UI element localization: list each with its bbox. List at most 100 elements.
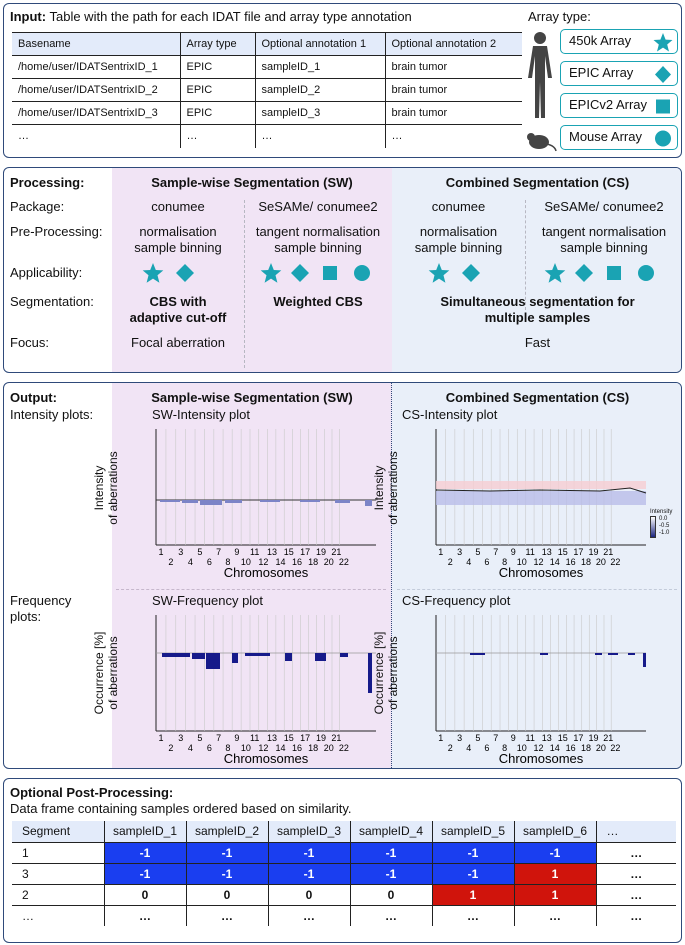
chromosome-tick-label: 11	[250, 733, 259, 743]
value-cell: 1	[513, 883, 596, 905]
chromosome-tick-label: 10	[517, 557, 527, 567]
chromosome-tick-label: 18	[581, 557, 591, 567]
frequency-plots-label-1: Frequency	[10, 593, 72, 608]
output-divider	[391, 383, 392, 768]
sw-preprocessing-line2: sample binning	[134, 240, 222, 255]
array-option-label: EPICv2 Array	[569, 97, 648, 112]
cell-annotation-2: brain tumor	[384, 101, 522, 125]
chromosome-tick-label: 17	[300, 547, 310, 557]
cs-package-sesame: SeSAMe/ conumee2	[544, 199, 664, 214]
chromosome-tick-label: 19	[589, 733, 599, 743]
frequency-bar	[540, 653, 548, 655]
sw-frequency-ylabel: Occurrence [%] of aberrations	[92, 613, 120, 733]
frequency-bar	[628, 653, 635, 655]
aberration-segment	[365, 500, 372, 506]
value-cell: …	[103, 904, 186, 926]
value-cell: …	[185, 904, 268, 926]
human-icon	[528, 32, 552, 118]
x-axis-label: Chromosomes	[499, 751, 584, 766]
value-cell: 0	[103, 883, 186, 905]
chromosome-tick-label: 15	[558, 733, 568, 743]
post-description: Data frame containing samples ordered ba…	[10, 801, 352, 816]
chromosome-tick-label: 17	[300, 733, 310, 743]
chromosome-tick-label: 19	[589, 547, 599, 557]
array-option-label: 450k Array	[569, 33, 632, 48]
chromosome-tick-label: 9	[234, 733, 239, 743]
chromosome-tick-label: 13	[542, 733, 552, 743]
similarity-table: Segment sampleID_1 sampleID_2 sampleID_3…	[12, 821, 676, 926]
value-cell: -1	[431, 862, 514, 884]
chromosome-tick-label: 20	[324, 743, 334, 753]
chromosome-tick-label: 12	[258, 743, 268, 753]
chromosome-tick-label: 11	[526, 547, 535, 557]
column-header: sampleID_1	[103, 821, 186, 842]
similarity-table-header: Segment sampleID_1 sampleID_2 sampleID_3…	[12, 821, 676, 842]
chromosome-tick-label: 22	[610, 743, 620, 753]
sw-divider	[244, 200, 245, 368]
chromosome-tick-label: 12	[258, 557, 268, 567]
chromosome-tick-label: 9	[511, 547, 516, 557]
frequency-plots-label-2: plots:	[10, 609, 42, 624]
output-heading: Output:	[10, 390, 57, 405]
chromosome-tick-label: 11	[526, 733, 535, 743]
table-row: /home/user/IDATSentrixID_1 EPIC sampleID…	[12, 55, 522, 79]
sw-segmentation-weighted: Weighted CBS	[273, 294, 363, 309]
value-cell: -1	[513, 841, 596, 863]
gain-band	[436, 481, 646, 489]
cs-title: Combined Segmentation (CS)	[445, 175, 630, 190]
chromosome-tick-label: 6	[207, 557, 212, 567]
loss-band	[436, 491, 646, 505]
chromosome-tick-label: 8	[225, 743, 230, 753]
cs-focus: Fast	[524, 335, 551, 350]
cell-basename: /home/user/IDATSentrixID_3	[12, 101, 180, 125]
value-cell: …	[595, 841, 676, 863]
aberration-segment	[225, 500, 242, 503]
sw-preprocessing-line1: normalisation	[139, 224, 217, 239]
table-row: /home/user/IDATSentrixID_3 EPIC sampleID…	[12, 101, 522, 125]
circle-icon	[354, 265, 370, 281]
cs-frequency-plot: 12345678910111213141516171819202122Chrom…	[435, 615, 646, 766]
cs-preprocessing-line2: sample binning	[414, 240, 503, 255]
frequency-bar	[245, 653, 270, 656]
array-option-label: EPIC Array	[569, 65, 634, 80]
cs-divider	[525, 200, 526, 310]
cell-annotation-1: …	[254, 124, 385, 148]
cell-annotation-2: …	[384, 124, 522, 148]
aberration-segment	[200, 500, 222, 505]
chromosome-tick-label: 7	[216, 733, 221, 743]
chromosome-tick-label: 4	[188, 743, 193, 753]
value-cell: -1	[349, 841, 432, 863]
input-header: Input: Table with the path for each IDAT…	[10, 9, 412, 24]
chromosome-tick-label: 15	[284, 547, 294, 557]
cs-output-background	[392, 383, 681, 768]
frequency-bar	[210, 653, 220, 669]
chromosome-tick-label: 3	[178, 733, 183, 743]
frequency-bar	[232, 653, 238, 663]
cell-basename: /home/user/IDATSentrixID_2	[12, 78, 180, 102]
cs-preprocessing-line2: sample binning	[560, 240, 648, 255]
output-panel: Output: Sample-wise Segmentation (SW) Co…	[3, 382, 682, 769]
chromosome-tick-label: 2	[168, 743, 173, 753]
cs-segmentation-line1: Simultaneous segmentation for	[440, 294, 635, 309]
chromosome-tick-label: 8	[502, 557, 507, 567]
cell-basename: …	[12, 124, 180, 148]
chromosome-tick-label: 9	[511, 733, 516, 743]
chromosome-tick-label: 21	[331, 547, 341, 557]
cell-annotation-1: sampleID_1	[254, 55, 385, 79]
chromosome-tick-label: 22	[339, 557, 349, 567]
frequency-bar	[206, 653, 210, 669]
cell-annotation-2: brain tumor	[384, 78, 522, 102]
chromosome-tick-label: 16	[292, 557, 302, 567]
cell-array-type: EPIC	[179, 101, 255, 125]
cs-plot-separator	[397, 589, 677, 590]
cell-array-type: EPIC	[179, 78, 255, 102]
column-header: sampleID_2	[185, 821, 268, 842]
value-cell: -1	[267, 862, 350, 884]
value-cell: …	[431, 904, 514, 926]
chromosome-tick-label: 4	[466, 557, 471, 567]
value-cell: …	[595, 883, 676, 905]
diamond-icon	[575, 264, 593, 282]
row-label-package: Package:	[10, 199, 65, 214]
row-label-applicability: Applicability:	[10, 265, 83, 280]
value-cell: -1	[267, 841, 350, 863]
